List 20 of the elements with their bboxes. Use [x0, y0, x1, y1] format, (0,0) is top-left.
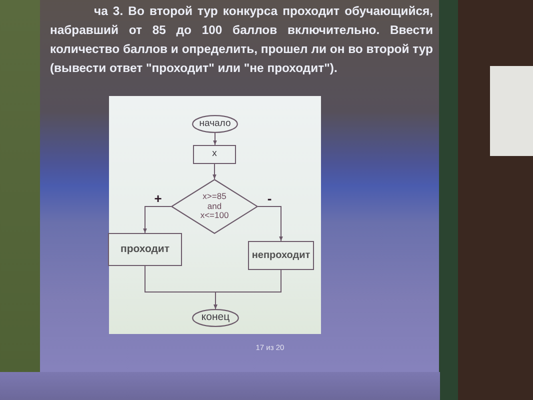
process-box	[108, 233, 182, 266]
node-text: начало	[199, 118, 231, 130]
terminator-oval	[192, 309, 239, 327]
arrow	[213, 132, 217, 146]
node-text: непроходит	[252, 250, 310, 261]
edge-label: +	[154, 194, 162, 204]
arrow	[143, 206, 172, 234]
node-text: конец	[201, 312, 230, 324]
arrow	[214, 270, 282, 310]
arrow	[212, 164, 216, 180]
node-text: x	[212, 149, 217, 160]
input-box	[193, 145, 236, 164]
node-text: проходит	[120, 244, 170, 256]
task-text: ча 3. Во второй тур конкурса проходит обучающийся, набравший от 85 до 100 баллов включительно. Ввести количество баллов и определить, прошел ли он во второй тур (вывести ответ "проходит" или "не проходит").	[50, 3, 433, 77]
decision-diamond	[171, 179, 258, 234]
arrow	[258, 206, 283, 242]
process-box	[248, 241, 314, 270]
edge-label: -	[267, 194, 272, 204]
node-text: x>=85 and x<=100	[199, 192, 230, 221]
terminator-oval	[192, 115, 238, 133]
